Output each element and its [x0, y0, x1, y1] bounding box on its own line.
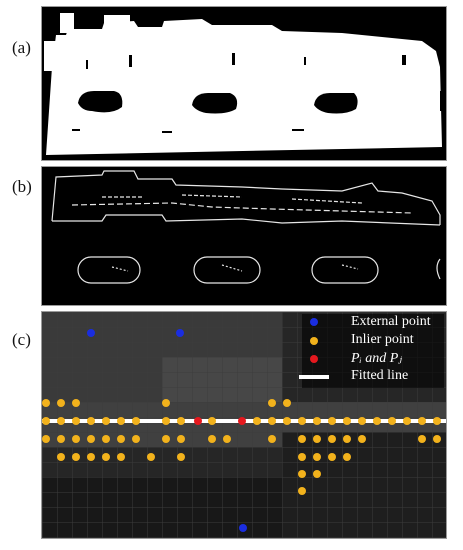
pi-point: [194, 417, 202, 425]
panel-b-label: (b): [12, 177, 32, 196]
inlier-point: [102, 417, 110, 425]
legend-pij-text: Pᵢ and Pⱼ: [351, 351, 403, 366]
inlier-point: [72, 417, 80, 425]
inlier-point: [298, 435, 306, 443]
inlier-point: [328, 435, 336, 443]
inlier-point: [57, 453, 65, 461]
inlier-point: [418, 435, 426, 443]
inlier-point: [87, 435, 95, 443]
panel-c-point-grid: External point Inlier point Pᵢ and Pⱼ Fi…: [41, 311, 447, 539]
inlier-point: [268, 417, 276, 425]
inlier-point: [72, 435, 80, 443]
inlier-point: [42, 435, 50, 443]
inlier-point: [313, 470, 321, 478]
external-point: [176, 329, 184, 337]
inlier-point: [162, 417, 170, 425]
inlier-point: [162, 435, 170, 443]
inlier-point: [117, 417, 125, 425]
inlier-point: [117, 435, 125, 443]
legend-inlier-marker: [310, 337, 318, 345]
external-point: [239, 524, 247, 532]
inlier-point: [328, 453, 336, 461]
inlier-point: [253, 417, 261, 425]
edge-outline: [51, 170, 441, 284]
inlier-point: [298, 417, 306, 425]
inlier-point: [177, 453, 185, 461]
inlier-point: [177, 435, 185, 443]
inlier-point: [358, 417, 366, 425]
inlier-point: [132, 417, 140, 425]
legend-external-marker: [310, 318, 318, 326]
inlier-point: [358, 435, 366, 443]
inlier-point: [313, 435, 321, 443]
inlier-point: [177, 417, 185, 425]
inlier-point: [328, 417, 336, 425]
panel-a-label: (a): [12, 38, 31, 57]
pj-point: [238, 417, 246, 425]
inlier-point: [223, 435, 231, 443]
legend-fitted-text: Fitted line: [351, 368, 409, 383]
inlier-point: [313, 417, 321, 425]
inlier-point: [283, 417, 291, 425]
inlier-point: [72, 399, 80, 407]
inlier-point: [388, 417, 396, 425]
inlier-point: [433, 435, 441, 443]
inlier-point: [162, 399, 170, 407]
inlier-point: [298, 470, 306, 478]
inlier-point: [298, 487, 306, 495]
inlier-point: [268, 399, 276, 407]
inlier-point: [208, 417, 216, 425]
inlier-point: [268, 435, 276, 443]
inlier-point: [283, 399, 291, 407]
inlier-point: [57, 435, 65, 443]
fitting-plot: [42, 312, 446, 538]
inlier-point: [418, 417, 426, 425]
inlier-point: [433, 417, 441, 425]
inlier-point: [403, 417, 411, 425]
inlier-point: [343, 417, 351, 425]
inlier-points: [42, 399, 441, 495]
panel-a-binary-image: [41, 6, 447, 161]
inlier-point: [343, 453, 351, 461]
inlier-point: [313, 453, 321, 461]
inlier-point: [57, 399, 65, 407]
inlier-point: [208, 435, 216, 443]
inlier-point: [87, 453, 95, 461]
panel-c-label: (c): [12, 330, 31, 349]
inlier-point: [298, 453, 306, 461]
panel-b-edge-image: [41, 166, 447, 306]
legend-inlier-text: Inlier point: [351, 332, 414, 347]
inlier-point: [102, 453, 110, 461]
binary-train-silhouette: [44, 13, 446, 155]
external-point: [87, 329, 95, 337]
inlier-point: [42, 399, 50, 407]
legend-pij-marker: [310, 355, 318, 363]
inlier-point: [57, 417, 65, 425]
inlier-point: [102, 435, 110, 443]
legend-external-text: External point: [351, 314, 431, 329]
inlier-point: [132, 435, 140, 443]
inlier-point: [343, 435, 351, 443]
inlier-point: [87, 417, 95, 425]
inlier-point: [72, 453, 80, 461]
inlier-point: [117, 453, 125, 461]
inlier-point: [147, 453, 155, 461]
inlier-point: [373, 417, 381, 425]
inlier-point: [42, 417, 50, 425]
